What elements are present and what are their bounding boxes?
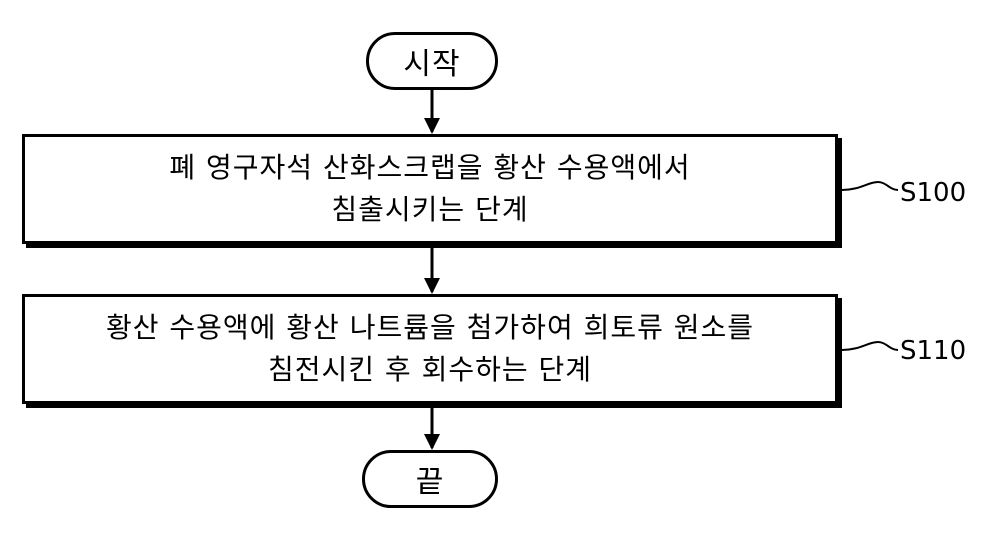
process-step-s110-line-2: 침전시킨 후 회수하는 단계 bbox=[268, 349, 592, 391]
process-step-s100-line-2: 침출시키는 단계 bbox=[331, 189, 528, 231]
leader-s100 bbox=[842, 182, 898, 190]
leader-s110 bbox=[842, 342, 898, 350]
arrowhead-start-to-s100 bbox=[424, 118, 440, 134]
arrowhead-s110-to-end bbox=[424, 434, 440, 450]
step-label-s100: S100 bbox=[900, 178, 966, 208]
step-label-s110: S110 bbox=[900, 336, 966, 366]
process-step-s110: 황산 수용액에 황산 나트륨을 첨가하여 희토류 원소를 침전시킨 후 회수하는… bbox=[22, 294, 838, 404]
start-terminal: 시작 bbox=[366, 32, 498, 90]
end-terminal: 끝 bbox=[362, 450, 498, 508]
arrowhead-s100-to-s110 bbox=[424, 278, 440, 294]
process-step-s100: 폐 영구자석 산화스크랩을 황산 수용액에서 침출시키는 단계 bbox=[22, 134, 838, 244]
start-terminal-label: 시작 bbox=[403, 39, 460, 83]
process-step-s100-line-1: 폐 영구자석 산화스크랩을 황산 수용액에서 bbox=[169, 147, 690, 189]
end-terminal-label: 끝 bbox=[416, 457, 445, 501]
process-step-s110-line-1: 황산 수용액에 황산 나트륨을 첨가하여 희토류 원소를 bbox=[106, 307, 754, 349]
